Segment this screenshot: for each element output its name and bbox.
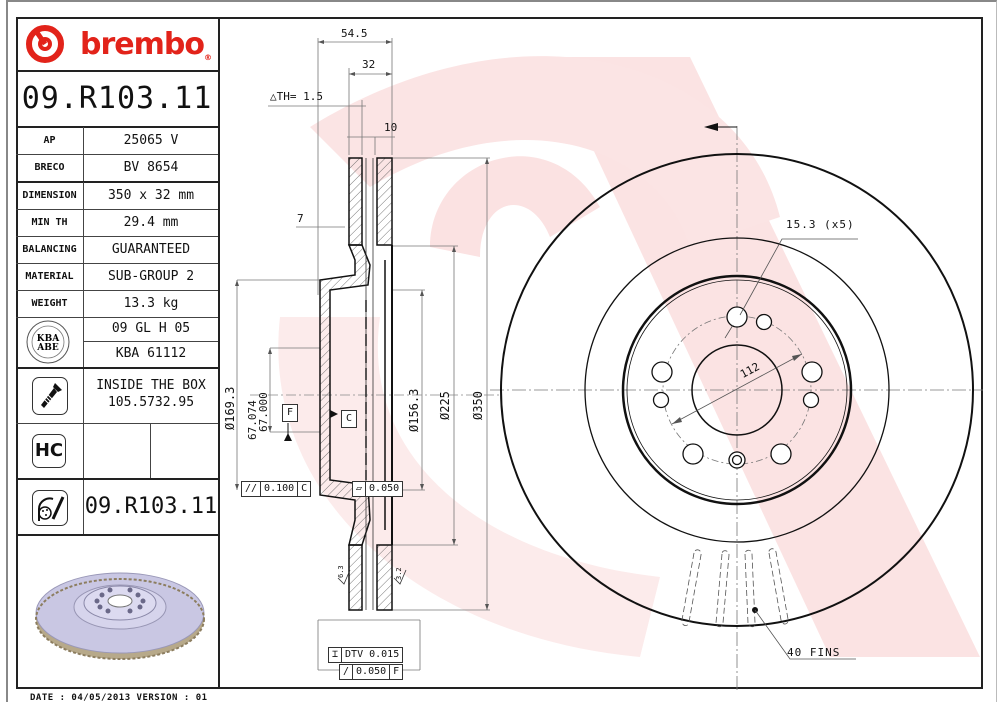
brake-disc-3d-render [35, 572, 205, 660]
dia-67-lower-wrap: 67.000 [257, 392, 270, 432]
spec-label: MATERIAL [16, 263, 84, 290]
section-view-drawing [235, 38, 500, 671]
brembo-logo-icon [26, 25, 64, 63]
disc-pad-icon [32, 490, 68, 526]
spec-label: WEIGHT [16, 290, 84, 317]
brand-name: brembo® [80, 27, 212, 62]
disc-pad-icon-cell [16, 480, 84, 534]
spec-row-material: MATERIAL SUB-GROUP 2 [16, 263, 218, 291]
parallelism-value: 0.100 [261, 482, 299, 496]
spec-value: 13.3 kg [123, 296, 179, 311]
registered-mark: ® [203, 53, 212, 62]
spec-value: 25065 V [123, 133, 179, 148]
part-number-header: 09.R103.11 [16, 72, 218, 128]
dtv-value: DTV 0.015 [345, 649, 400, 660]
screw-note: INSIDE THE BOX 105.5732.95 [84, 377, 218, 411]
date-version: DATE : 04/05/2013 VERSION : 01 [30, 693, 208, 703]
svg-text:ABE: ABE [36, 343, 59, 353]
runout-icon: / [340, 665, 354, 679]
runout-datum: F [393, 666, 400, 677]
spec-label: DIMENSION [16, 182, 84, 209]
screw-icon-cell [16, 369, 84, 423]
dia-156-3: Ø156.3 [407, 388, 421, 432]
dim-10: 10 [384, 121, 398, 134]
screw-block: INSIDE THE BOX 105.5732.95 [16, 369, 218, 424]
approval-code-1: 09 GL H 05 [84, 317, 218, 342]
tolerance-runout: / 0.050 F [339, 664, 404, 680]
brand-text: brembo [80, 27, 205, 62]
dia-67-lower: 67.000 [257, 392, 270, 432]
dim-7: 7 [297, 212, 304, 225]
dim-delta-th: △TH= 1.5 [270, 90, 323, 103]
svg-text:KBA: KBA [37, 334, 60, 344]
spec-value: 29.4 mm [123, 215, 179, 230]
spec-label: BALANCING [16, 236, 84, 263]
screw-glyph-icon [41, 383, 62, 408]
bolt-hole-label: 15.3 (x5) [786, 218, 855, 231]
screw-note-line2: 105.5732.95 [107, 395, 195, 410]
dia-225: Ø225 [438, 391, 452, 420]
kba-icon-cell: KBA ABE [16, 317, 84, 367]
approval-block: KBA ABE 09 GL H 05 KBA 61112 [16, 317, 218, 369]
fins-label: 40 FINS [787, 646, 841, 659]
brake-disc-glyph-icon [38, 496, 65, 521]
brembo-watermark [278, 56, 980, 657]
dtv-icon: ⌶ [329, 648, 343, 662]
logo-row: brembo® [16, 17, 218, 72]
screw-icon [32, 377, 68, 415]
tolerance-flatness: ▱ 0.050 [352, 481, 404, 497]
hc-divider [150, 424, 151, 478]
tolerance-dtv: ⌶ DTV 0.015 [328, 647, 404, 663]
spec-row-breco: BRECO BV 8654 [16, 154, 218, 183]
spec-row-dimension: DIMENSION 350 x 32 mm [16, 182, 218, 210]
datum-c: C [341, 410, 357, 428]
runout-value: 0.050 [353, 665, 391, 679]
part-number-footer: 09.R103.11 [84, 494, 218, 519]
spec-value: 350 x 32 mm [107, 188, 195, 203]
spec-label: AP [16, 127, 84, 154]
hc-icon-cell: HC [16, 424, 84, 478]
spec-label: BRECO [16, 154, 84, 181]
hc-icon: HC [32, 434, 66, 468]
part-number-footer-block: 09.R103.11 [16, 480, 218, 536]
hc-block: HC [16, 424, 218, 480]
dia-169-3: Ø169.3 [223, 386, 237, 430]
kba-abe-seal-icon: KBA ABE [26, 320, 70, 364]
title-block: brembo® 09.R103.11 AP 25065 V BRECO BV 8… [16, 17, 220, 689]
parallelism-icon: // [242, 482, 262, 496]
spec-value: SUB-GROUP 2 [107, 269, 195, 284]
spec-row-ap: AP 25065 V [16, 127, 218, 155]
roughness-left: 6.3 [337, 565, 345, 578]
screw-note-line1: INSIDE THE BOX [96, 378, 206, 393]
parallelism-datum: C [301, 483, 308, 494]
spec-row-min-th: MIN TH 29.4 mm [16, 209, 218, 237]
page-border [6, 0, 997, 702]
tolerance-parallelism: // 0.100 C [241, 481, 312, 497]
dim-total-width: 54.5 [341, 27, 368, 40]
spec-row-weight: WEIGHT 13.3 kg [16, 290, 218, 318]
flatness-icon: ▱ [353, 482, 367, 496]
roughness-right: 3.2 [395, 567, 403, 580]
dim-thickness: 32 [362, 58, 376, 71]
spec-value: BV 8654 [123, 160, 179, 175]
datum-f: F [282, 404, 298, 422]
spec-label: MIN TH [16, 209, 84, 236]
flatness-value: 0.050 [369, 483, 400, 494]
front-view-drawing [490, 123, 983, 690]
approval-code-2: KBA 61112 [115, 346, 187, 361]
spec-row-balancing: BALANCING GUARANTEED [16, 236, 218, 264]
spec-value: GUARANTEED [111, 242, 191, 257]
drawing-frame [16, 17, 983, 689]
